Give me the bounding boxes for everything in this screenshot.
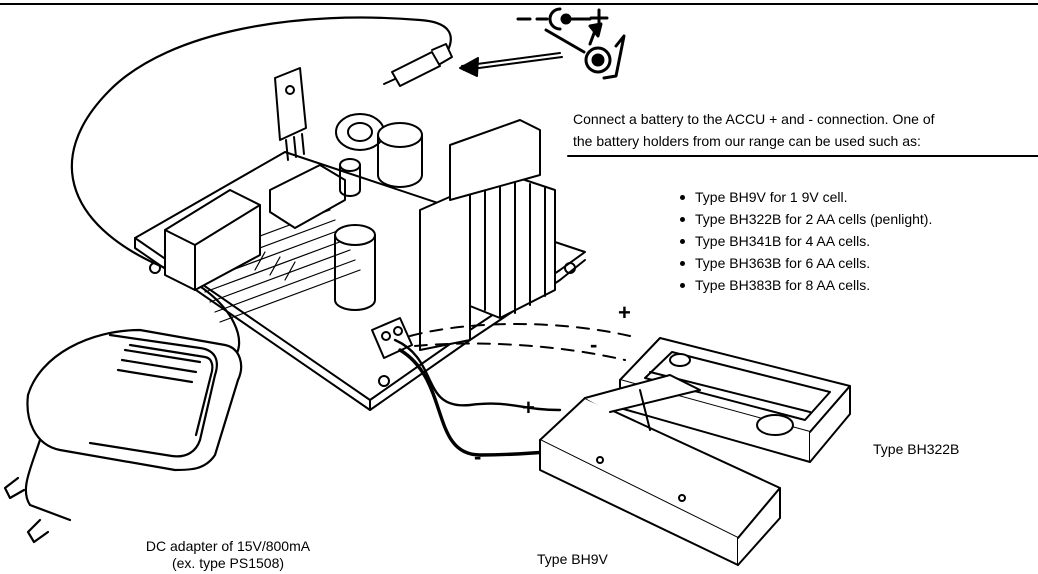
battery-holder-item: Type BH322B for 2 AA cells (penlight). — [677, 208, 932, 230]
pcb-board — [134, 67, 586, 411]
dc-plug-icon — [383, 43, 453, 87]
battery-holder-item: Type BH363B for 6 AA cells. — [677, 252, 932, 274]
label-bh322b: Type BH322B — [873, 441, 960, 457]
adapter-caption: DC adapter of 15V/800mA (ex. type PS1508… — [118, 538, 338, 572]
holder-bh322b-icon — [619, 337, 851, 463]
connection-note-line-1: Connect a battery to the ACCU + and - co… — [573, 111, 935, 127]
adapter-caption-line-1: DC adapter of 15V/800mA — [145, 538, 311, 554]
arrow-icon — [459, 52, 563, 77]
plus-sign-bh9v: + — [522, 395, 535, 420]
wire-plus-bh9v — [393, 338, 562, 412]
battery-holder-item: Type BH383B for 8 AA cells. — [677, 274, 932, 296]
holder-bh9v-icon — [539, 374, 781, 566]
battery-holder-list: Type BH9V for 1 9V cell. Type BH322B for… — [677, 186, 932, 296]
polarity-symbol-icon — [516, 7, 626, 80]
connection-note-line-2: the battery holders from our range can b… — [573, 133, 921, 149]
label-bh9v: Type BH9V — [537, 551, 608, 567]
wire-dashed-plus — [409, 323, 631, 337]
dc-adapter-icon — [3, 328, 243, 544]
adapter-caption-line-2: (ex. type PS1508) — [171, 555, 285, 571]
connection-note: Connect a battery to the ACCU + and - co… — [573, 108, 935, 152]
plus-sign-dashed: + — [618, 300, 631, 325]
heatsink — [419, 119, 556, 351]
minus-sign-bh9v: - — [474, 444, 482, 469]
adapter-cable — [70, 16, 452, 362]
minus-sign-dashed: - — [590, 332, 598, 357]
wire-minus-bh9v — [398, 348, 557, 457]
wire-dashed-minus — [414, 342, 626, 361]
battery-holder-item: Type BH341B for 4 AA cells. — [677, 230, 932, 252]
battery-holder-item: Type BH9V for 1 9V cell. — [677, 186, 932, 208]
